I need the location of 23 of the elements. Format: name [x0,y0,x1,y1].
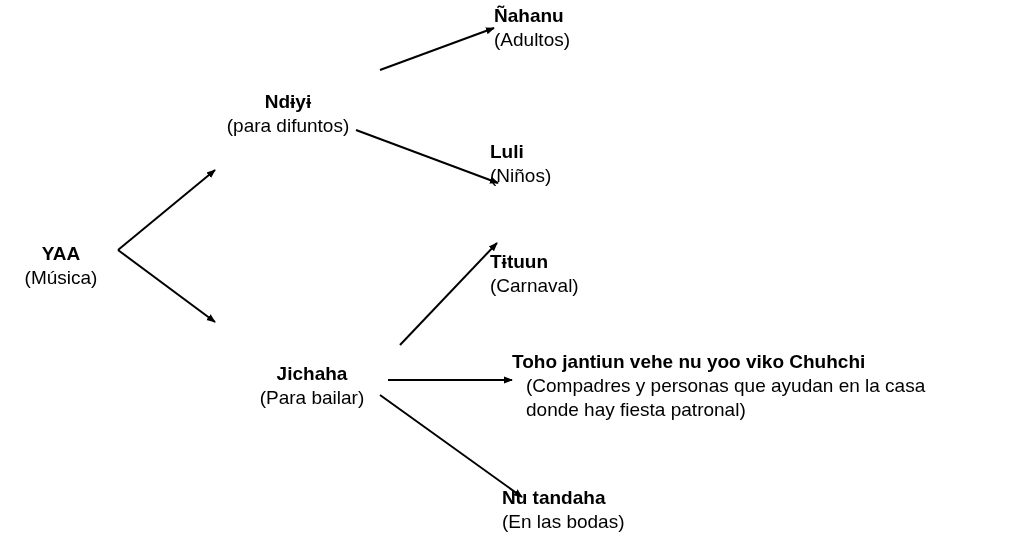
translation-label: (Música) [24,266,98,290]
translation-label: (Adultos) [494,28,571,52]
term-label: Ñahanu [494,4,564,28]
arrow [387,376,513,384]
translation-label: (Niños) [490,164,552,188]
term-label: Tɨtuun [490,250,549,274]
arrow [379,394,523,498]
term-label: Luli [490,140,524,164]
arrow [117,169,216,251]
term-label: YAA [41,242,81,266]
translation-label: (Compadres y personas que ayudan en la casa donde hay fiesta patronal) [525,374,927,422]
translation-label: (para difuntos) [226,114,350,138]
translation-label: (En las bodas) [502,510,625,533]
term-label: Nu tandaha [502,486,606,510]
arrow [355,129,499,184]
term-label: Ndɨyɨ [264,90,312,114]
term-label: Jichaha [276,362,348,386]
arrow [379,27,495,71]
translation-label: (Para bailar) [259,386,365,410]
arrow [117,249,216,323]
translation-label: (Carnaval) [490,274,579,298]
arrow [399,242,498,346]
term-label: Toho jantiun vehe nu yoo viko Chuhchi [512,350,866,374]
